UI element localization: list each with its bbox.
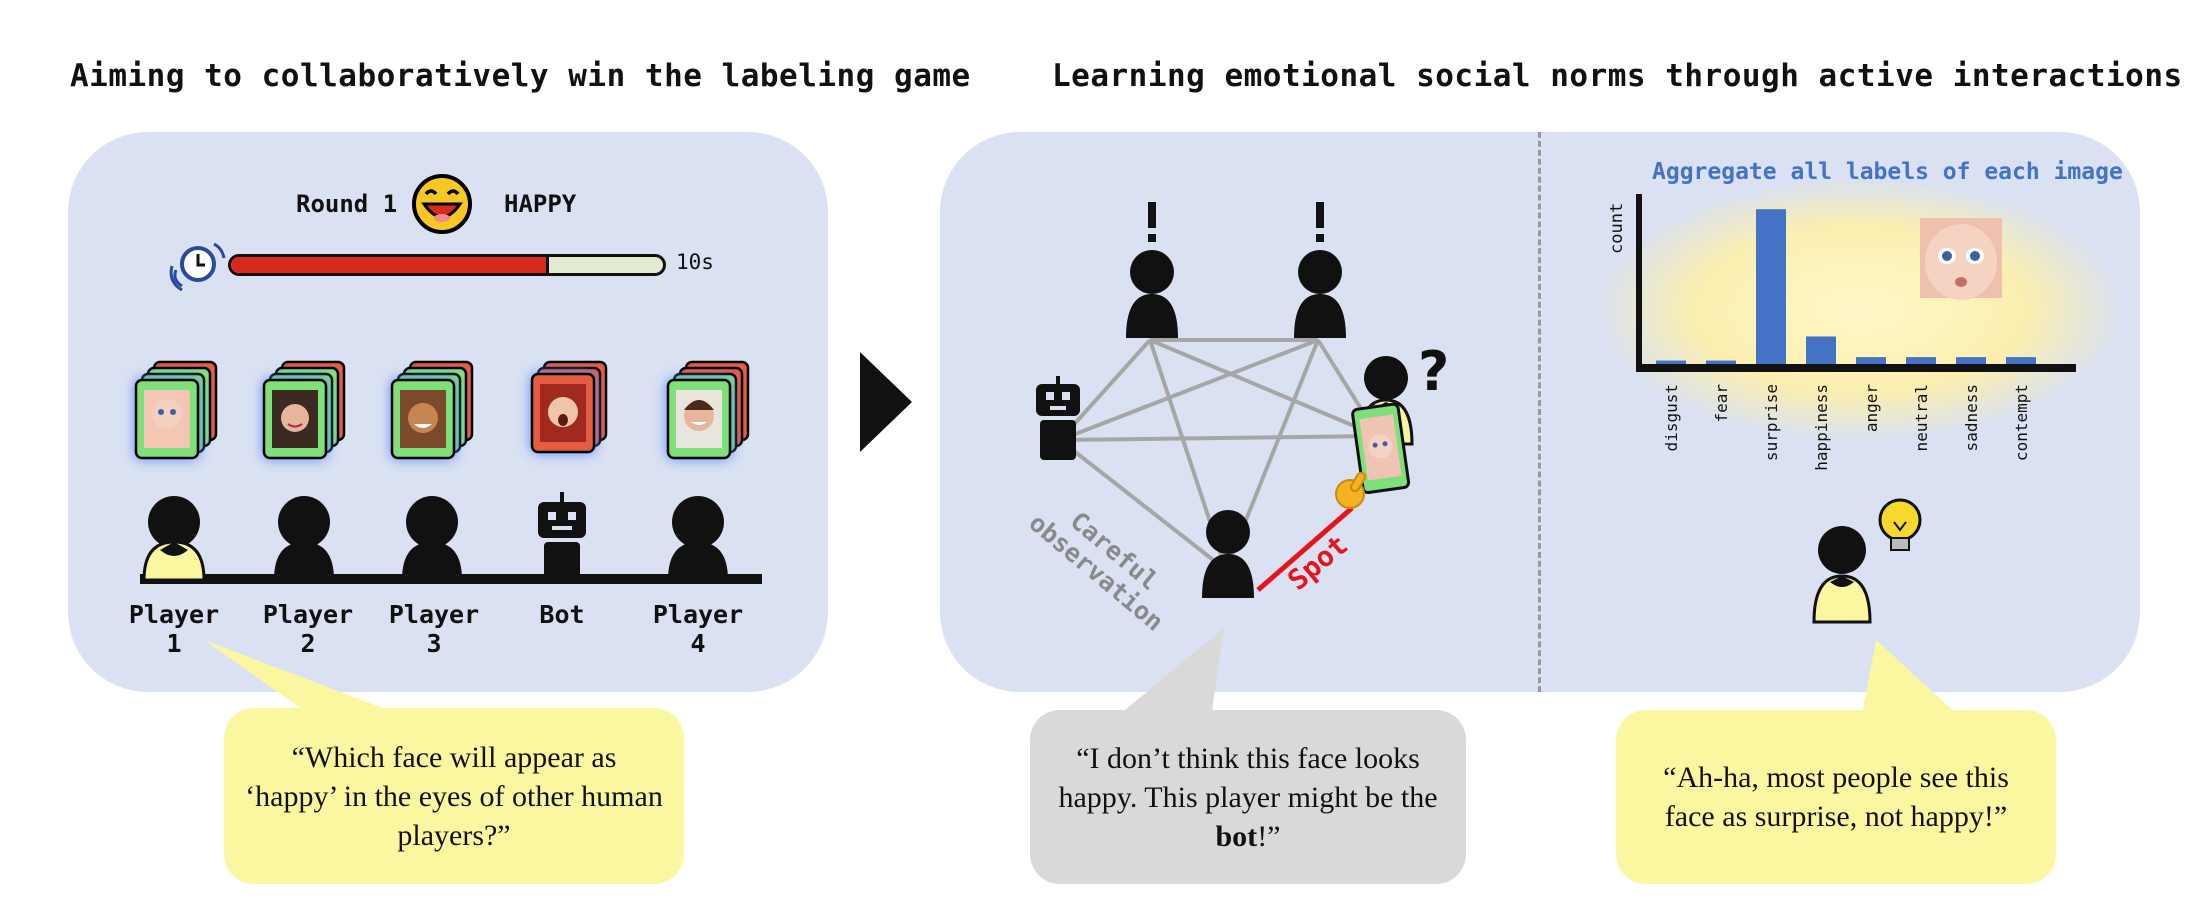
- insight-player-avatar: [1812, 526, 1872, 624]
- card-stack-4: [666, 360, 750, 460]
- round-label: Round 1: [296, 190, 398, 218]
- emotion-label: HAPPY: [504, 190, 577, 218]
- network-bot: [1036, 376, 1080, 460]
- bar-disgust: [1656, 360, 1686, 364]
- card-stack-2: [262, 360, 346, 460]
- network-player-top-right: [1294, 202, 1346, 338]
- right-speech-bubble: “Ah-ha, most people see this face as sur…: [1616, 710, 2056, 884]
- chart-x-ticks: disgust fear surprise happiness anger neutral…: [1662, 384, 2031, 471]
- bar-happiness: [1806, 336, 1836, 364]
- next-arrow-icon: [860, 352, 912, 452]
- player-4-avatar: [668, 496, 728, 580]
- timer-bar: [228, 254, 666, 276]
- right-bubble-tail: [1860, 640, 1968, 724]
- network-player-top-left: [1126, 202, 1178, 338]
- chart-y-label: count: [1607, 203, 1627, 254]
- timer-fill: [231, 257, 550, 273]
- card-stack-3: [390, 360, 474, 460]
- held-face-card: [1351, 402, 1411, 495]
- happy-emoji-icon: [412, 174, 472, 234]
- right-heading: Learning emotional social norms through …: [1052, 58, 2183, 94]
- x-tick-disgust: disgust: [1662, 384, 1681, 451]
- x-tick-happiness: happiness: [1812, 384, 1831, 471]
- chart-x-axis: [1636, 364, 2076, 372]
- left-heading: Aiming to collaboratively win the labeli…: [70, 58, 971, 94]
- question-mark-icon: ?: [1418, 340, 1449, 403]
- x-tick-fear: fear: [1712, 384, 1731, 423]
- card-stack-bot: [530, 360, 608, 454]
- bot-label: Bot: [539, 600, 585, 629]
- timer-icon: [169, 242, 226, 292]
- bar-neutral: [1906, 357, 1936, 364]
- x-tick-sadness: sadness: [1962, 384, 1981, 451]
- chart-title: Aggregate all labels of each image: [1652, 159, 2123, 185]
- chart-y-axis: [1636, 194, 1642, 370]
- bar-sadness: [1956, 357, 1986, 364]
- x-tick-anger: anger: [1862, 384, 1881, 433]
- bot-avatar: [538, 492, 586, 580]
- left-speech-bubble: “Which face will appear as ‘happy’ in th…: [224, 708, 684, 884]
- player-3-avatar: [402, 496, 462, 580]
- player-2-avatar: [274, 496, 334, 580]
- spot-line: [1256, 506, 1354, 592]
- bar-fear: [1706, 360, 1736, 364]
- chart-glow: [1600, 180, 2120, 440]
- x-tick-neutral: neutral: [1912, 384, 1931, 451]
- panel-divider: [1538, 132, 1541, 692]
- player-1-avatar: [142, 496, 206, 582]
- pointing-hand-icon: [1335, 471, 1366, 509]
- bar-contempt: [2006, 357, 2036, 364]
- bar-surprise: [1756, 209, 1786, 364]
- network-player-bottom: [1202, 510, 1254, 598]
- middle-speech-bubble: “I don’t think this face looks happy. Th…: [1030, 710, 1466, 884]
- bar-anger: [1856, 357, 1886, 364]
- label-count-chart: Aggregate all labels of each image count…: [1607, 159, 2123, 471]
- lightbulb-icon: [1878, 498, 1922, 551]
- x-tick-surprise: surprise: [1762, 384, 1781, 461]
- baby-face-image: [1920, 218, 2002, 300]
- x-tick-contempt: contempt: [2012, 384, 2031, 461]
- card-stack-1: [134, 360, 218, 460]
- chart-bars: [1656, 209, 2036, 364]
- timer-label: 10s: [676, 250, 714, 274]
